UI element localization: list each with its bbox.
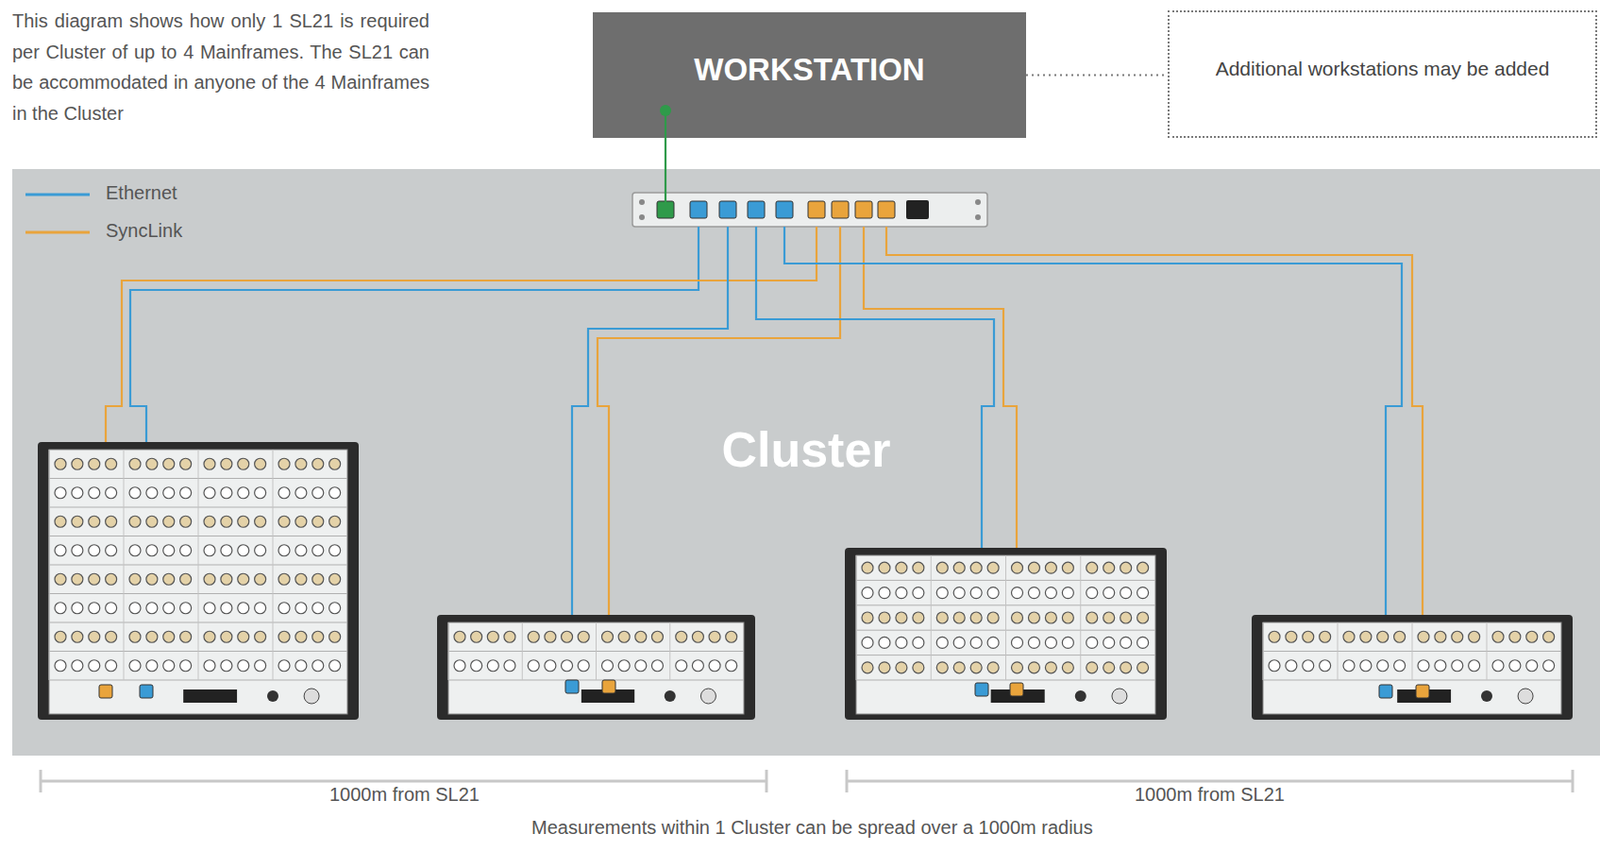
distance-label: 1000m from SL21 [1134, 783, 1285, 806]
node-text: WORKSTATION [693, 51, 925, 88]
dimension-brackets [40, 769, 1573, 792]
mainframe [37, 441, 359, 720]
mainframe [437, 614, 756, 720]
node-text: Cluster [721, 421, 891, 478]
description-note: This diagram shows how only 1 SL21 is re… [12, 5, 430, 129]
legend-text: Ethernet [105, 182, 178, 204]
mainframe [844, 547, 1167, 720]
distance-label: 1000m from SL21 [329, 783, 480, 806]
mainframe [1251, 614, 1573, 720]
caption: Measurements within 1 Cluster can be spr… [531, 816, 1094, 839]
legend-line [25, 193, 90, 197]
workstation-box: WORKSTATION [592, 12, 1027, 138]
sl21-switch [632, 192, 988, 227]
legend-line [25, 231, 90, 235]
dotted-connector [1026, 73, 1168, 76]
note-box: Additional workstations may be added [1167, 10, 1598, 138]
legend-text: SyncLink [105, 219, 183, 242]
node-text: Additional workstations may be added [1215, 57, 1550, 81]
